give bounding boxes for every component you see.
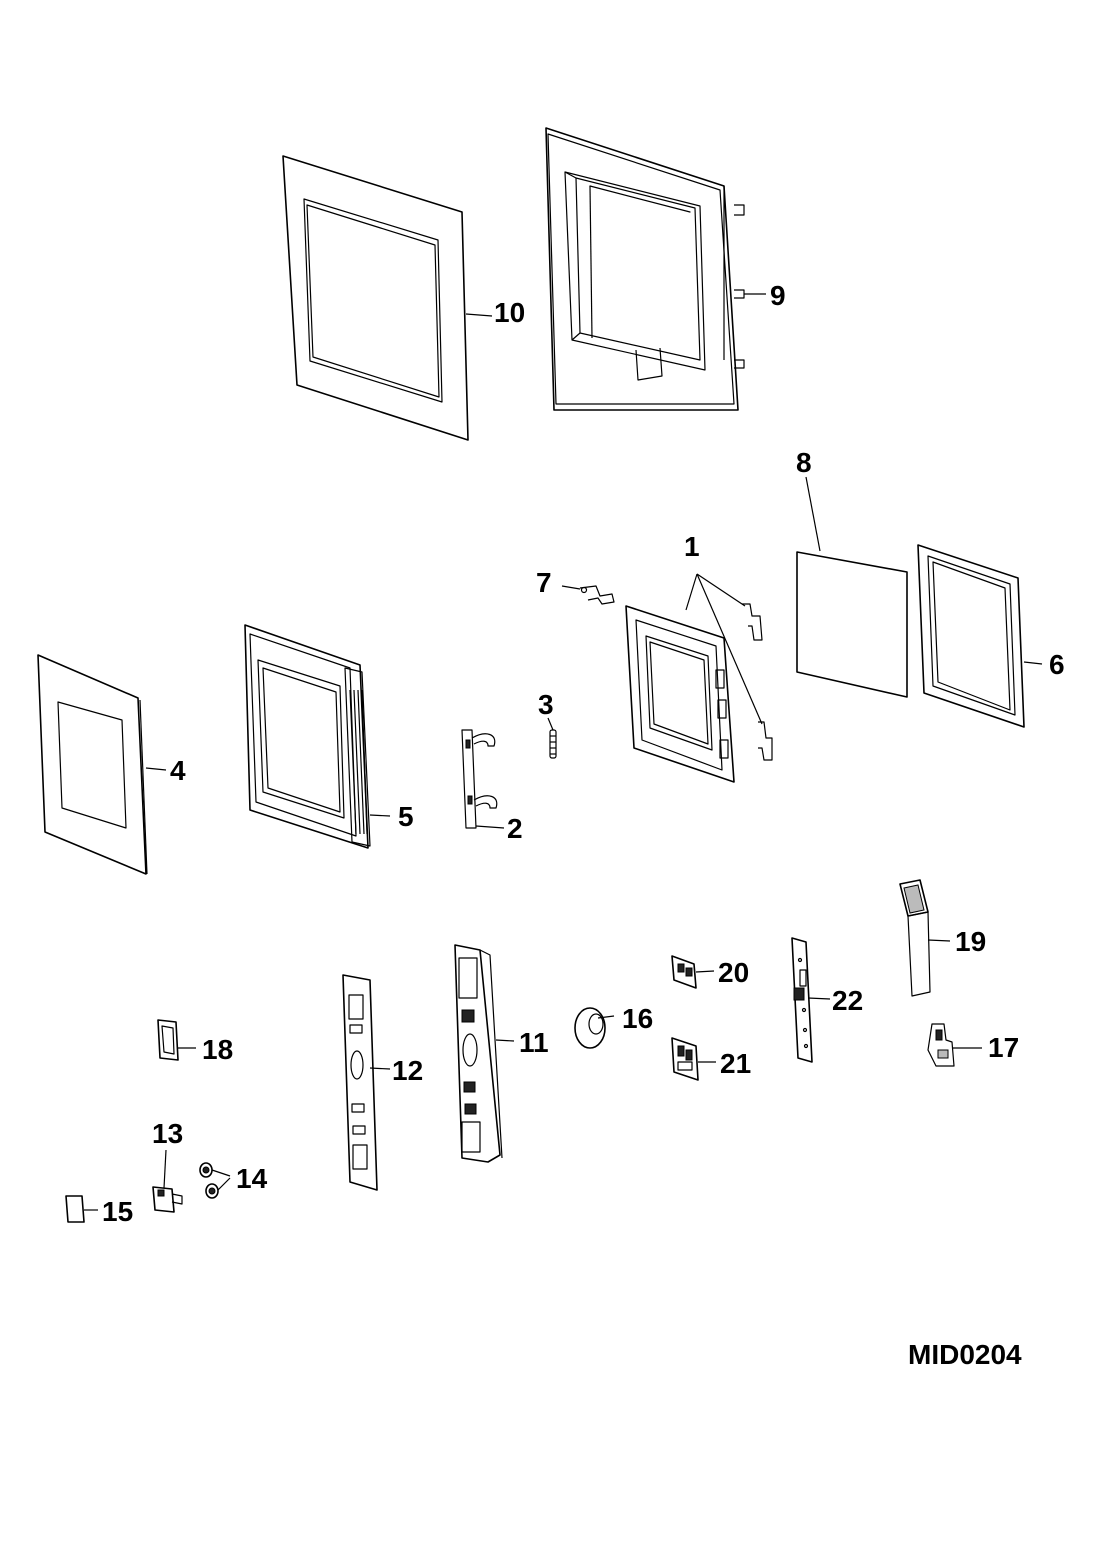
label-22: 22 — [832, 985, 863, 1016]
label-16: 16 — [622, 1003, 653, 1034]
label-18: 18 — [202, 1034, 233, 1065]
part-8-sheet — [796, 476, 908, 698]
label-3: 3 — [538, 689, 554, 720]
part-19-bracket — [899, 879, 951, 997]
part-2-hook — [461, 729, 505, 829]
part-1-door-panel — [625, 573, 773, 783]
part-10-door-frame — [282, 155, 493, 441]
label-5: 5 — [398, 801, 414, 832]
label-11: 11 — [519, 1027, 549, 1058]
part-4-outer-glass — [37, 654, 167, 875]
label-17: 17 — [988, 1032, 1019, 1063]
label-7: 7 — [536, 567, 552, 598]
label-20: 20 — [718, 957, 749, 988]
part-18-window — [157, 1019, 196, 1061]
part-15-cover — [65, 1195, 98, 1223]
part-13-button-housing — [152, 1149, 183, 1213]
part-20-switch — [671, 955, 715, 989]
label-13: 13 — [152, 1118, 183, 1149]
part-16-knob — [574, 1007, 615, 1049]
label-15: 15 — [102, 1196, 133, 1227]
label-4: 4 — [170, 755, 186, 786]
label-9: 9 — [770, 280, 786, 311]
part-21-switch — [671, 1037, 716, 1081]
part-11-control-housing — [454, 944, 515, 1163]
part-12-panel-overlay — [342, 974, 391, 1191]
document-code: MID0204 — [908, 1339, 1022, 1370]
label-2: 2 — [507, 813, 523, 844]
part-3-spring — [547, 717, 557, 759]
label-1: 1 — [684, 531, 700, 562]
label-10: 10 — [494, 297, 525, 328]
part-22-pcb — [791, 937, 831, 1063]
label-8: 8 — [796, 447, 812, 478]
label-12: 12 — [392, 1055, 423, 1086]
part-14-buttons — [199, 1162, 231, 1199]
label-14: 14 — [236, 1163, 268, 1194]
part-17-switch — [927, 1023, 982, 1067]
part-7-latch — [561, 585, 615, 605]
part-9-inner-frame — [545, 127, 766, 411]
part-6-choke-frame — [917, 544, 1043, 728]
label-text-lines — [349, 689, 368, 835]
label-21: 21 — [720, 1048, 751, 1079]
label-6: 6 — [1049, 649, 1065, 680]
part-5-door-frame — [244, 624, 391, 849]
label-19: 19 — [955, 926, 986, 957]
